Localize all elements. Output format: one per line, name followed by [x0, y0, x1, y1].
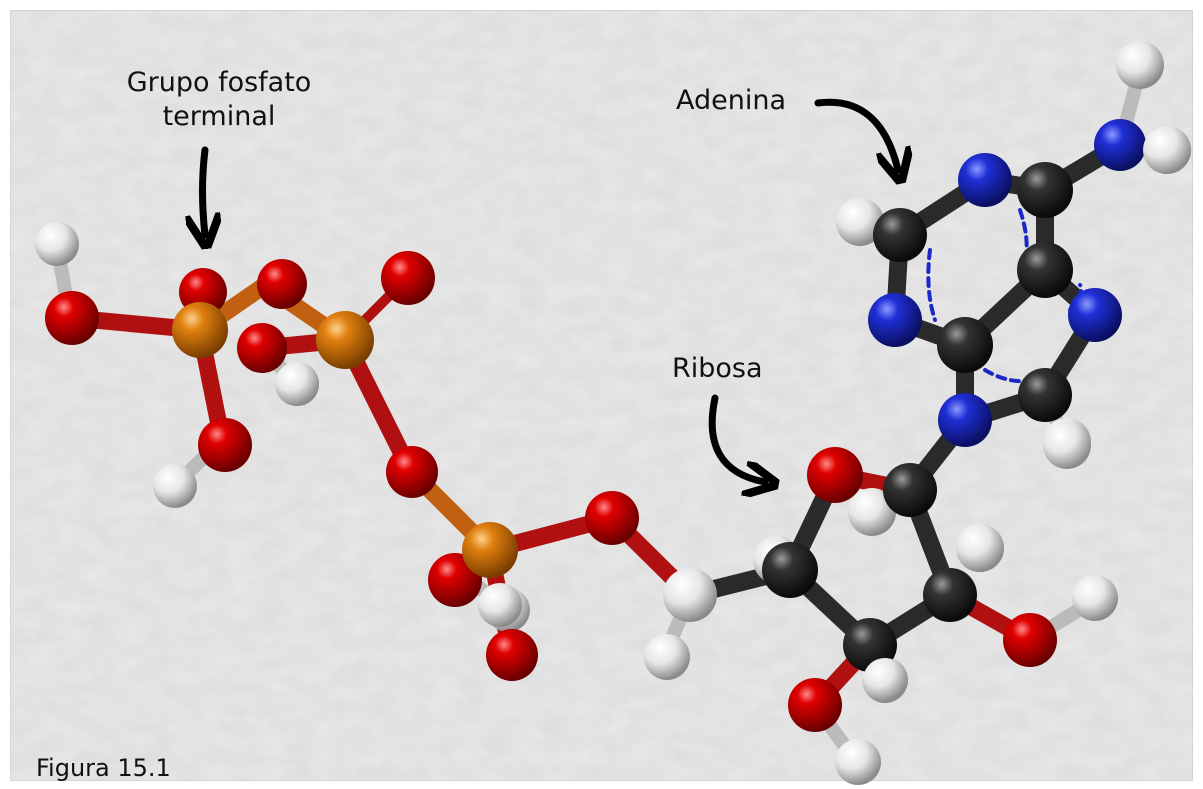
- phosphate-label-line2: terminal: [162, 101, 276, 132]
- phosphate-arrow: [203, 146, 206, 235]
- atoms: [35, 41, 1191, 785]
- adenine-label: Adenina: [676, 85, 787, 116]
- phosphate-group-label: Grupo fosfato terminal: [104, 66, 334, 134]
- figure-caption: Figura 15.1: [36, 754, 171, 782]
- adenine-arrow: [814, 98, 898, 170]
- phosphate-label-line1: Grupo fosfato: [126, 67, 312, 98]
- ribose-arrow: [708, 394, 765, 482]
- ribose-label: Ribosa: [672, 353, 763, 384]
